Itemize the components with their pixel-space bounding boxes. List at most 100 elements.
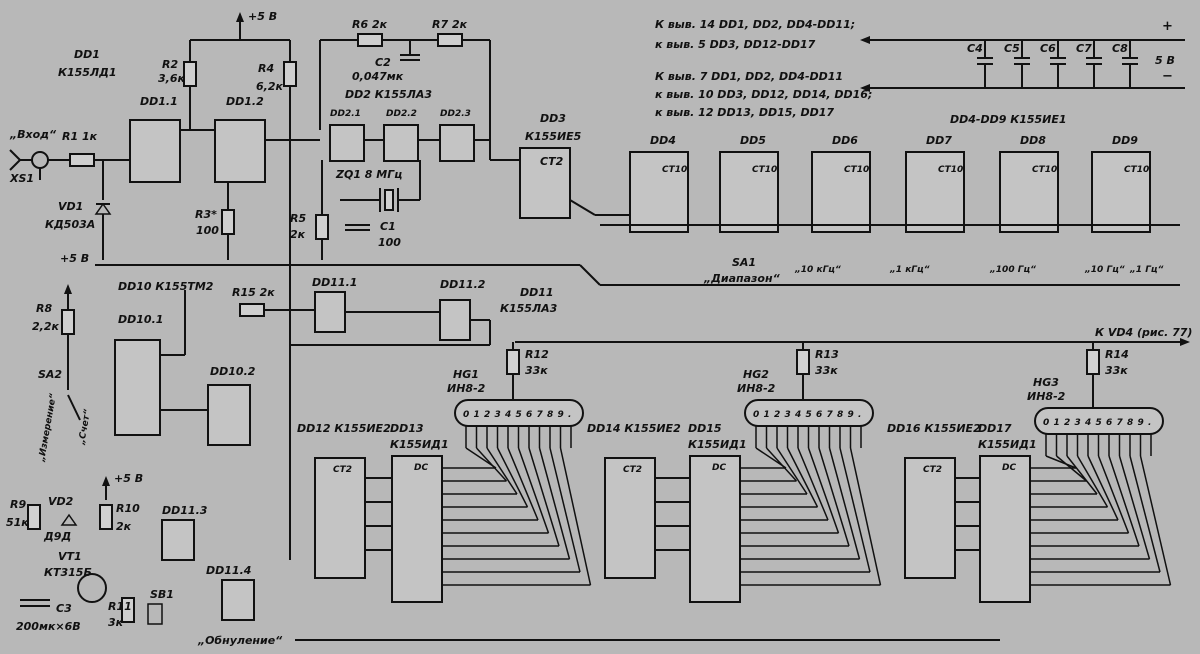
counter-dd8-label: DD8 xyxy=(1020,134,1046,147)
counter-dd5-fn: CT10 xyxy=(752,165,777,175)
dd11-3-gate xyxy=(161,519,195,561)
dd2-title: DD2 К155ЛА3 xyxy=(345,88,432,101)
counter-dd8 xyxy=(999,151,1059,233)
nixie-digit: . xyxy=(1148,418,1151,428)
indicator-type: ИН8-2 xyxy=(1027,390,1066,403)
nixie-digit: 6 xyxy=(526,410,532,420)
indicator-resistor-value: 33к xyxy=(1105,364,1128,377)
counter-chip-label: DD16 К155ИЕ2 xyxy=(887,422,981,435)
indicator-type: ИН8-2 xyxy=(737,382,776,395)
r10-value: 2к xyxy=(116,520,132,533)
r2-label: R2 xyxy=(162,58,178,71)
dd11-3-label: DD11.3 xyxy=(162,504,208,517)
dd3-function: CT2 xyxy=(540,155,564,168)
indicator-resistor-label: R14 xyxy=(1105,348,1129,361)
dd11-type: К155ЛА3 xyxy=(500,302,558,315)
r9-value: 51к xyxy=(6,516,29,529)
dd3-block: DD3 К155ИЕ5 CT2 xyxy=(490,112,630,219)
counter-dd6 xyxy=(811,151,871,233)
vd1-diode xyxy=(94,202,112,215)
note-2: к выв. 5 DD3, DD12-DD17 xyxy=(655,38,816,51)
decoder-name: DD17 xyxy=(978,422,1012,435)
r15-resistor xyxy=(239,303,265,317)
power-rails: +5 В xyxy=(189,10,291,380)
r9-resistor xyxy=(27,504,41,530)
dd11-4-label: DD11.4 xyxy=(206,564,251,577)
nixie-digit: 1 xyxy=(764,410,770,420)
sb1-label: SB1 xyxy=(150,588,174,601)
plus5v-r8: +5 В xyxy=(60,252,89,265)
sa1-label: SA1 xyxy=(732,256,756,269)
nixie-digit: 1 xyxy=(1054,418,1060,428)
dd1-2-gate xyxy=(214,119,266,183)
range-10khz: „10 кГц“ xyxy=(794,265,841,275)
counter-dd4-fn: CT10 xyxy=(662,165,687,175)
r11-label: R11 xyxy=(108,600,132,613)
c3-value: 200мк×6В xyxy=(16,620,81,633)
r2-resistor xyxy=(183,61,197,87)
cap-c5: C5 xyxy=(1004,42,1020,55)
dd1-2-label: DD1.2 xyxy=(226,95,264,108)
nixie-digit: 0 xyxy=(753,410,759,420)
dd2-3-label: DD2.3 xyxy=(440,109,471,119)
reset-section: R9 51к VD2 Д9Д VT1 КТ315Б C3 200мк×6В +5… xyxy=(6,472,283,647)
dd10-title: DD10 К155ТМ2 xyxy=(118,280,214,293)
r3-value: 100 xyxy=(196,224,219,237)
counter-chip-label: DD12 К155ИЕ2 xyxy=(297,422,391,435)
r5-label: R5 xyxy=(290,212,306,225)
nixie-digit: 6 xyxy=(816,410,822,420)
nixie-digit: 2 xyxy=(1064,418,1070,428)
zq1-crystal xyxy=(384,189,394,211)
sa1-caption: „Диапазон“ xyxy=(703,272,781,285)
range-10hz: „10 Гц“ xyxy=(1084,265,1125,275)
nixie-digit: 8 xyxy=(547,410,553,420)
indicator-resistor-value: 33к xyxy=(525,364,548,377)
decoder-name: DD15 xyxy=(688,422,722,435)
counter-dd7 xyxy=(905,151,965,233)
nixie-digit: . xyxy=(858,410,861,420)
dd11-1-label: DD11.1 xyxy=(312,276,357,289)
r8-value: 2,2к xyxy=(32,320,59,333)
plus5v-r10: +5 В xyxy=(114,472,143,485)
indicator-name: HG1 xyxy=(453,368,479,381)
r8-label: R8 xyxy=(36,302,52,315)
nixie-digit: 7 xyxy=(1117,418,1124,428)
dd2-1-label: DD2.1 xyxy=(330,109,361,119)
counter-fn: CT2 xyxy=(623,465,642,475)
counter-dd8-fn: CT10 xyxy=(1032,165,1057,175)
sa2-mode-count: „Счет“ xyxy=(77,408,93,446)
nixie-digit: 8 xyxy=(837,410,843,420)
r4-value: 6,2к xyxy=(256,80,283,93)
r3-label: R3* xyxy=(195,208,217,221)
bus-5v: 5 В xyxy=(1155,54,1175,67)
dd10-2-trigger xyxy=(207,384,251,446)
vt1-transistor xyxy=(77,573,107,603)
nixie-digit: 3 xyxy=(1075,418,1081,428)
c1-label: C1 xyxy=(380,220,396,233)
nixie-digit: 5 xyxy=(806,410,812,420)
nixie-digit: 4 xyxy=(1084,418,1091,428)
dd10-block: DD10 К155ТМ2 DD10.1 DD10.2 +5 В R8 2,2к … xyxy=(32,252,256,464)
r4-resistor xyxy=(283,61,297,87)
counters-group-label: DD4-DD9 К155ИЕ1 xyxy=(950,113,1067,126)
nixie-digit: 9 xyxy=(848,410,854,420)
sb1-button xyxy=(147,603,163,625)
to-vd4-label: К VD4 (рис. 77) xyxy=(1095,326,1192,339)
vd1-label: VD1 xyxy=(58,200,83,213)
dd11-4-gate xyxy=(221,579,255,621)
r7-label: R7 2к xyxy=(432,18,468,31)
vd2-type: Д9Д xyxy=(43,530,71,543)
dd2-2-gate xyxy=(383,124,419,162)
sb1-caption: „Обнуление“ xyxy=(197,634,283,647)
cap-c4: C4 xyxy=(967,42,983,55)
r4-label: R4 xyxy=(258,62,274,75)
indicator-resistor-label: R12 xyxy=(525,348,549,361)
indicator-resistor xyxy=(1086,349,1100,375)
decoder-fn: DC xyxy=(1002,463,1016,473)
vd1-type: КД503А xyxy=(45,218,95,231)
bcd-decoder xyxy=(689,455,741,603)
pin-notes: К выв. 14 DD1, DD2, DD4-DD11; к выв. 5 D… xyxy=(655,18,872,119)
nixie-digit: 2 xyxy=(774,410,780,420)
c2-value: 0,047мк xyxy=(352,70,404,83)
